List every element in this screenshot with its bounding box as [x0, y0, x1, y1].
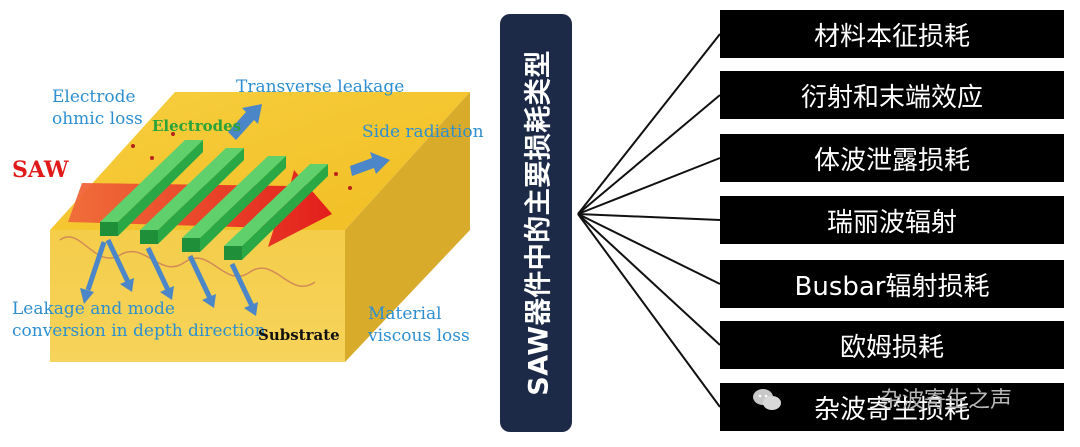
- saw-label: SAW: [12, 157, 69, 183]
- wechat-icon: [753, 389, 781, 410]
- transverse-leakage-label: Transverse leakage: [236, 77, 405, 97]
- loss-type-box: 瑞丽波辐射: [720, 196, 1064, 244]
- electrode-ohmic-loss-label: Electrode ohmic loss: [52, 87, 143, 129]
- loss-type-box: 材料本征损耗: [720, 10, 1064, 58]
- material-viscous-loss-label: Material viscous loss: [368, 304, 470, 346]
- loss-type-box: 欧姆损耗: [720, 321, 1064, 369]
- side-radiation-arrow: [350, 152, 390, 176]
- loss-type-box: 体波泄露损耗: [720, 134, 1064, 182]
- substrate-label: Substrate: [258, 326, 340, 344]
- electrodes-label: Electrodes: [152, 117, 242, 135]
- loss-types-title: SAW器件中的主要损耗类型: [523, 50, 555, 396]
- depth-leakage-label: Leakage and mode conversion in depth dir…: [12, 299, 266, 341]
- substrate-side-face: [345, 92, 470, 362]
- electrode-fingers: [100, 140, 328, 260]
- depth-leakage-arrows: [80, 238, 258, 316]
- transverse-leakage-arrow: [228, 104, 262, 140]
- substrate-front-face: [50, 230, 345, 362]
- loss-types-title-bar: [500, 14, 572, 432]
- loss-type-box: 衍射和末端效应: [720, 71, 1064, 119]
- side-radiation-label: Side radiation: [362, 122, 484, 142]
- watermark-text: 杂波寄生之声: [880, 388, 1013, 413]
- saw-device-illustration: [50, 92, 470, 362]
- ohmic-loss-dots: [131, 132, 352, 190]
- loss-type-box: Busbar辐射损耗: [720, 260, 1064, 308]
